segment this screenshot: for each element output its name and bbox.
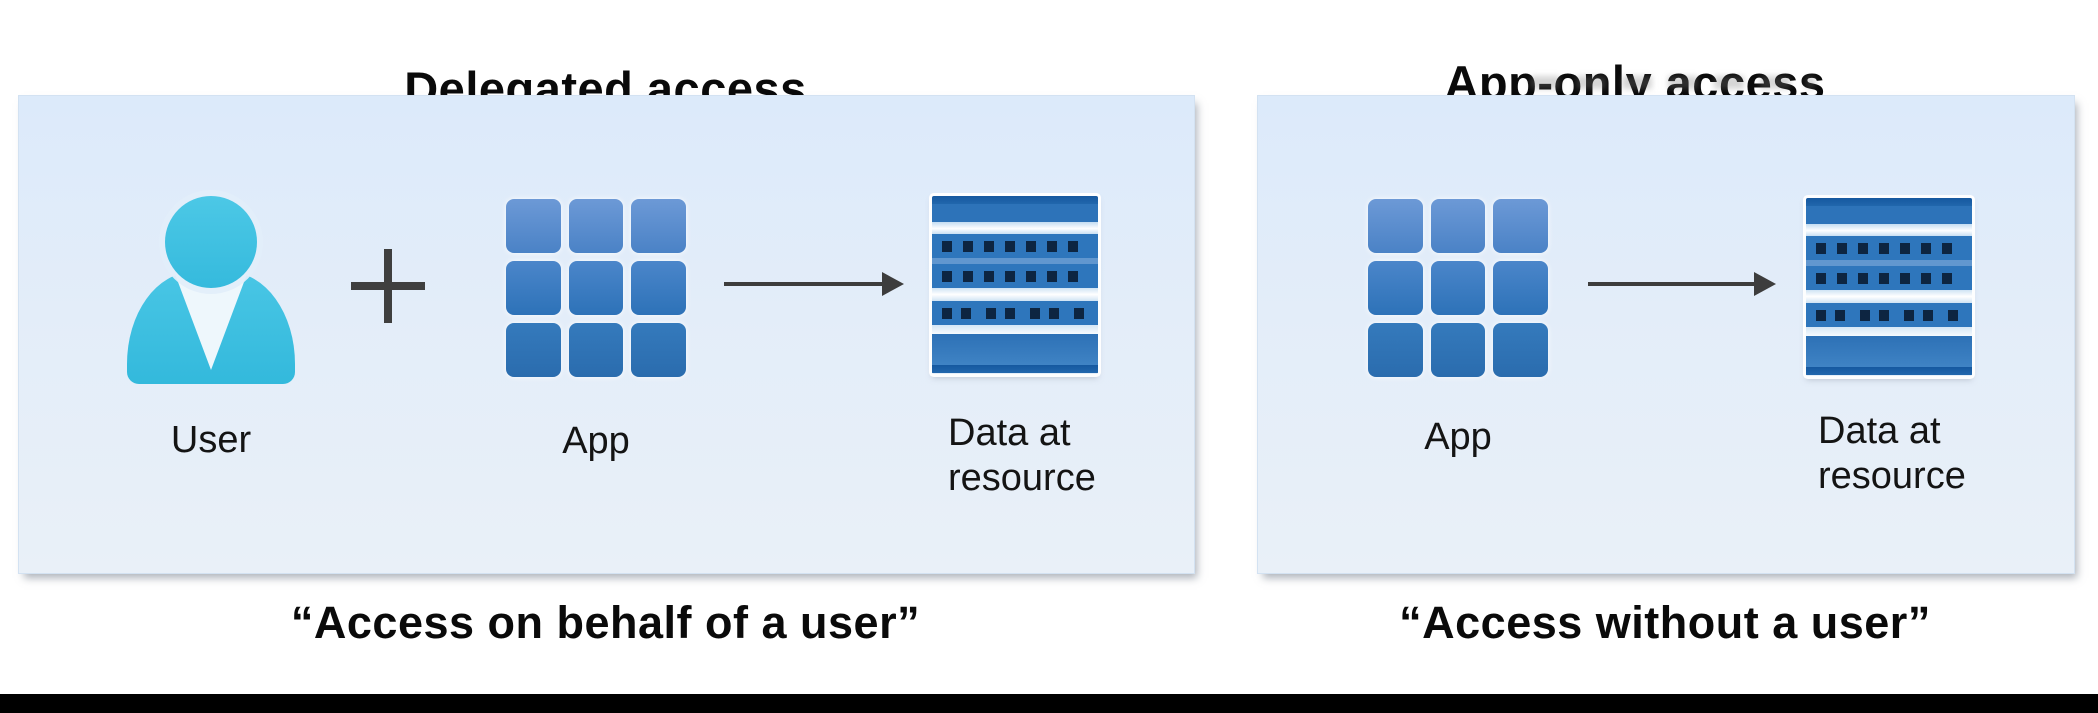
app-only-access-panel: App Data at resource xyxy=(1257,95,2075,574)
right-arrow-icon xyxy=(1588,272,1776,296)
app-figure: App xyxy=(1368,199,1548,460)
user-torso-shape xyxy=(127,272,295,384)
app-grid-icon xyxy=(506,199,686,377)
user-head-shape xyxy=(165,196,257,288)
user-figure: User xyxy=(121,196,301,463)
data-at-resource-icon xyxy=(932,196,1098,374)
delegated-access-caption: “Access on behalf of a user” xyxy=(290,597,921,648)
data-resource-label: Data at resource xyxy=(948,412,1096,499)
user-label: User xyxy=(170,419,252,461)
app-figure: App xyxy=(506,199,686,464)
data-at-resource-icon xyxy=(1806,198,1972,376)
data-resource-figure: Data at resource xyxy=(932,196,1117,501)
data-resource-label: Data at resource xyxy=(1818,410,1966,497)
app-label: App xyxy=(562,420,630,462)
user-icon xyxy=(126,196,296,386)
delegated-access-panel: User App xyxy=(18,95,1195,574)
bottom-black-bar xyxy=(0,694,2098,713)
app-only-access-caption: “Access without a user” xyxy=(1399,597,1931,648)
erased-text-remnant xyxy=(1530,76,1815,89)
plus-icon xyxy=(351,249,425,323)
data-resource-figure: Data at resource xyxy=(1806,198,1991,499)
right-arrow-icon xyxy=(724,272,904,296)
app-grid-icon xyxy=(1368,199,1548,377)
app-label: App xyxy=(1424,416,1492,458)
